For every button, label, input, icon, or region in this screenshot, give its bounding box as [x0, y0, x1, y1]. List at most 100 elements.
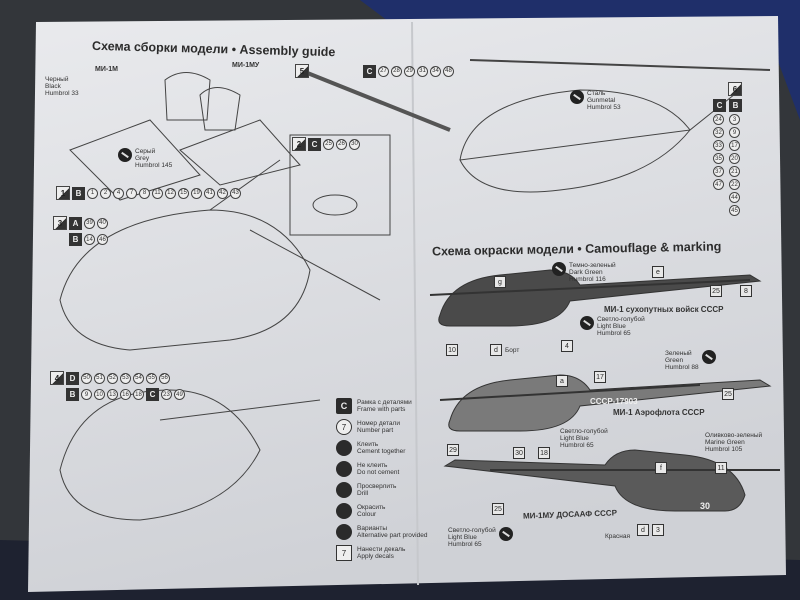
part-number: 8 — [139, 187, 150, 199]
part-number: 13 — [107, 389, 118, 400]
part-number: 50 — [81, 372, 92, 384]
decal-tag: 3 — [652, 524, 664, 536]
part-number: 55 — [146, 372, 157, 384]
part-number: 45 — [729, 205, 740, 216]
part-number: 9 — [81, 389, 92, 400]
paint-icon — [701, 350, 716, 364]
part-number: 19 — [191, 187, 202, 199]
frame-badge: B — [66, 388, 79, 401]
cement-icon — [336, 440, 352, 456]
part-number: 1 — [87, 187, 98, 199]
frame-badge: C — [363, 64, 376, 78]
decal-tag: 17 — [594, 371, 606, 383]
part-number: 34 — [430, 65, 441, 77]
part-number: 39 — [84, 217, 95, 229]
decal-icon: 7 — [336, 545, 352, 561]
part-number: 53 — [120, 372, 131, 384]
part-number-icon: 7 — [336, 419, 352, 435]
decal-tag: 30 — [513, 447, 525, 459]
paint-icon — [552, 262, 566, 276]
step-1-parts: 1 B 1 2 4 7 8 11 12 15 19 41 42 43 — [56, 186, 241, 200]
part-number: 29 — [404, 65, 415, 77]
step-number: 5 — [295, 64, 309, 78]
decal-tag: d — [490, 344, 502, 356]
no-cement-icon — [336, 461, 352, 477]
alternative-icon — [336, 524, 352, 540]
paint-icon — [498, 527, 513, 541]
decal-note: Красная — [605, 533, 630, 540]
part-number: 9 — [729, 127, 740, 138]
part-number: 47 — [713, 179, 724, 190]
decal-tag: e — [652, 266, 664, 278]
frame-icon: C — [336, 398, 352, 414]
part-number: 42 — [217, 187, 228, 199]
step-number: 4 — [50, 371, 64, 385]
frame-badge: B — [69, 233, 82, 246]
part-number: 25 — [323, 138, 334, 150]
part-number: 22 — [729, 179, 740, 190]
part-number: 37 — [713, 166, 724, 177]
part-number: 35 — [713, 153, 724, 164]
heli-aeroflot — [439, 374, 772, 432]
part-number: 15 — [178, 187, 189, 199]
frame-badge: D — [66, 371, 79, 385]
part-number: 26 — [336, 138, 347, 150]
part-number: 23 — [161, 389, 172, 400]
part-number: 56 — [159, 372, 170, 384]
part-number: 33 — [713, 140, 724, 151]
part-number: 4 — [113, 187, 124, 199]
part-number: 10 — [94, 389, 105, 400]
part-number: 12 — [165, 187, 176, 199]
scheme-caption-army: МИ-1 сухопутных войск СССР — [604, 305, 724, 314]
decal-tag: 25 — [722, 388, 734, 400]
scheme-caption-aeroflot: МИ-1 Аэрофлота СССР — [613, 408, 705, 417]
part-number: 11 — [152, 187, 163, 199]
part-number: 24 — [713, 114, 724, 125]
part-number: 3 — [729, 114, 740, 125]
part-number: 54 — [133, 372, 144, 384]
paint-icon — [570, 90, 584, 104]
part-number: 43 — [230, 187, 241, 199]
step-5-parts: 5 C 27 28 29 31 34 48 — [295, 64, 454, 78]
frame-badge: A — [69, 216, 82, 230]
decal-tag: a — [556, 375, 568, 387]
colour-icon — [336, 503, 352, 519]
decal-tag: 18 — [538, 447, 550, 459]
decal-tag: 10 — [446, 344, 458, 356]
part-number: 32 — [713, 127, 724, 138]
decal-tag: 25 — [710, 285, 722, 297]
part-number: 44 — [729, 192, 740, 203]
part-number: 2 — [100, 187, 111, 199]
decal-tag: d — [637, 524, 649, 536]
part-number: 52 — [107, 372, 118, 384]
part-number: 21 — [729, 166, 740, 177]
part-number: 7 — [126, 187, 137, 199]
registration-marking: СССР-17903 — [590, 397, 638, 406]
frame-badge: B — [72, 186, 85, 200]
decal-tag: 11 — [715, 462, 727, 474]
paint-icon — [580, 316, 594, 330]
part-number: 18 — [133, 389, 144, 400]
paint-icon — [118, 148, 132, 162]
decal-tag: 25 — [492, 503, 504, 515]
frame-badge: C — [713, 99, 726, 112]
frame-badge: C — [308, 137, 321, 151]
decal-tag: g — [494, 276, 506, 288]
part-number: 17 — [729, 140, 740, 151]
part-number: 49 — [174, 389, 185, 400]
part-number: 30 — [349, 138, 360, 150]
fuselage-number: 30 — [700, 501, 711, 511]
